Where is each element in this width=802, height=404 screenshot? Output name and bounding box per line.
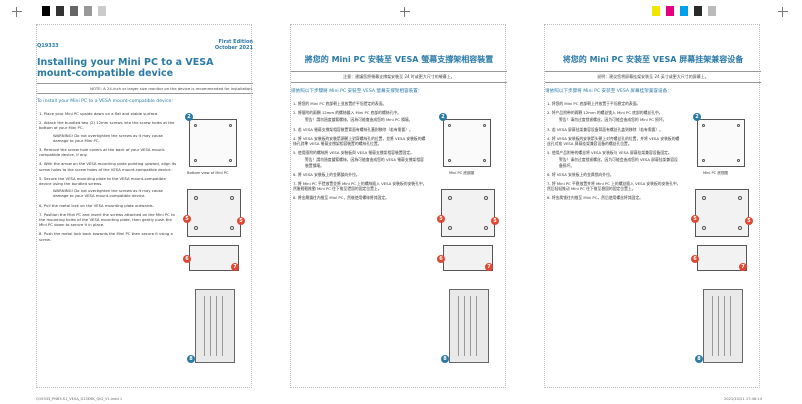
step-list: 1. Place your Mini PC upside down on a f… <box>39 111 179 246</box>
step-badge: 5 <box>691 215 699 223</box>
list-item: 7. Position the Mini PC and insert the s… <box>39 211 175 228</box>
step-badge: 7 <box>485 263 493 271</box>
warning-text: 警告！请勿过度锁紧螺丝，因为可能会造成您的 VESA 屏幕挂架兼容设备损坏。 <box>559 157 678 168</box>
step-badge: 5 <box>745 217 753 225</box>
step-badge: 2 <box>185 113 193 121</box>
mini-pc-bottom-illustration <box>443 119 491 167</box>
list-item: 5. 使用产品附带的螺丝将 VESA 安装板与 VESA 屏幕挂架兼容设备固定。… <box>547 150 681 168</box>
page-traditional-chinese: 將您的 Mini PC 安裝至 VESA 螢幕支撐架相容裝置 注意：建議您將螢幕… <box>290 24 507 388</box>
list-item: 6. Pull the metal lock on the VESA mount… <box>39 202 154 208</box>
color-swatch <box>680 6 688 16</box>
mini-pc-side-illustration <box>195 289 235 363</box>
page-title: 將您的 Mini PC 安裝至 VESA 螢幕支撐架相容裝置 <box>304 55 494 64</box>
mini-pc-bottom-illustration <box>697 119 745 167</box>
color-swatch <box>42 6 50 16</box>
list-item: 6. 将 VESA 安装板上的金属锁向外拉。 <box>547 171 614 177</box>
list-item: 4. 將 VESA 安裝板的安裝箭頭朝上對齊螺絲孔的位置，並將 VESA 安裝板… <box>293 135 426 147</box>
list-item: 4. With the arrow on the VESA mounting p… <box>39 161 177 172</box>
list-item: 1. Place your Mini PC upside down on a f… <box>39 111 159 116</box>
list-item: 3. Remove the screw hole covers at the b… <box>39 147 166 158</box>
list-item: 4. 将 VESA 安装板的安装箭头朝上对齐螺丝孔的位置，并将 VESA 安装板… <box>547 135 680 147</box>
list-item: 5. Secure the VESA mounting plate to the… <box>39 176 179 199</box>
installation-illustrations: 2 Bottom view of Mini PC 5 5 6 7 8 <box>183 111 249 381</box>
page-title: 将您的 Mini PC 安装至 VESA 屏幕挂架兼容设备 <box>562 55 744 64</box>
vesa-plate-illustration <box>695 189 749 237</box>
step-badge: 2 <box>693 113 701 121</box>
step-badge: 5 <box>437 215 445 223</box>
list-item: 7. 將 Mini PC 平穩放置並將 Mini PC 上的螺絲插入 VESA … <box>293 181 427 192</box>
vesa-plate-illustration <box>189 245 239 271</box>
page-english: Q19333 First Edition October 2021 Instal… <box>36 24 253 388</box>
installation-illustrations: 2 Mini PC 底视图 5 5 6 7 8 <box>691 111 757 381</box>
warning-text: WARNING! Do not overtighten the screws a… <box>53 132 163 143</box>
step-list: 1. 将您的 Mini PC 底部朝上并放置于平坦稳定的表面。 2. 将产品附带… <box>547 101 681 205</box>
page-title: Installing your Mini PC to a VESA mount-… <box>37 57 214 79</box>
page-simplified-chinese: 将您的 Mini PC 安装至 VESA 屏幕挂架兼容设备 说明：建议您将屏幕挂… <box>544 24 761 388</box>
warning-text: 警告！請勿過度鎖緊螺絲，因為可能會造成您的 VESA 螢幕支撐架相容裝置損壞。 <box>305 157 424 168</box>
crosshair-icon <box>12 7 22 17</box>
step-list: 1. 將您的 Mini PC 底部朝上並放置於平坦穩定的表面。 2. 將隨附的兩… <box>293 101 427 205</box>
list-item: 2. 將隨附的兩顆 12mm 的螺絲鎖入 Mini PC 底部的螺絲孔中。警告！… <box>293 110 427 122</box>
color-swatch <box>70 6 78 16</box>
note-text: 注意：建議您將螢幕支撐架安裝至 24 吋或更大尺寸的螢幕上。 <box>291 71 507 83</box>
step-badge: 6 <box>691 255 699 263</box>
list-item: 8. 将金属锁往内推至 Mini PC，然后使用螺丝将其固定。 <box>547 195 643 201</box>
list-item: 1. 將您的 Mini PC 底部朝上並放置於平坦穩定的表面。 <box>293 101 387 106</box>
crosshair-icon <box>400 7 410 17</box>
document-code: Q19333 <box>37 43 59 49</box>
step-badge: 8 <box>441 355 449 363</box>
list-item: 8. 將金屬鎖往內推至 Mini PC，然後使用螺絲將其固定。 <box>293 195 389 201</box>
vesa-plate-illustration <box>187 189 241 237</box>
list-item: 6. 將 VESA 安裝板上的金屬鎖向外拉。 <box>293 171 360 177</box>
color-swatch <box>56 6 64 16</box>
figure-caption: Mini PC 底视图 <box>703 171 729 175</box>
print-footer-file: Q19333_PN63-S1_VESA_G15E6K_QIG_V1.indd 1 <box>36 397 123 401</box>
step-badge: 5 <box>183 215 191 223</box>
page-header: Q19333 First Edition October 2021 <box>37 39 253 57</box>
step-badge: 2 <box>439 113 447 121</box>
note-text: NOTE: A 24-inch or larger size monitor o… <box>37 83 253 94</box>
intro-heading: To install your Mini PC to a VESA mount-… <box>37 99 173 104</box>
installation-illustrations: 2 Mini PC 底部圖 5 5 6 7 8 <box>437 111 503 381</box>
step-badge: 7 <box>231 263 239 271</box>
step-badge: 7 <box>739 263 747 271</box>
intro-heading: 請依照以下步驟將 Mini PC 安裝至 VESA 螢幕支撐架相容裝置： <box>291 89 423 94</box>
color-swatch <box>694 6 702 16</box>
list-item: 7. 将 Mini PC 平稳放置并将 Mini PC 上的螺丝插入 VESA … <box>547 181 681 192</box>
list-item: 8. Push the metal lock back towards the … <box>39 231 173 242</box>
step-badge: 6 <box>437 255 445 263</box>
step-badge: 8 <box>695 355 703 363</box>
list-item: 1. 将您的 Mini PC 底部朝上并放置于平坦稳定的表面。 <box>547 101 641 106</box>
note-text: 说明：建议您将屏幕挂架安装至 24 英寸或更大尺寸的屏幕上。 <box>545 71 761 83</box>
step-badge: 5 <box>491 217 499 225</box>
crosshair-icon <box>778 7 788 17</box>
figure-caption: Mini PC 底部圖 <box>449 171 475 175</box>
color-swatch <box>652 6 660 16</box>
list-item: 2. 将产品附带的两颗 12mm 的螺丝锁入 Mini PC 底部的螺丝孔中。警… <box>547 110 681 122</box>
color-swatch <box>84 6 92 16</box>
edition-info: First Edition October 2021 <box>214 39 253 51</box>
intro-heading: 请依照以下步骤将 Mini PC 安装至 VESA 屏幕挂架兼容设备： <box>545 89 672 94</box>
mini-pc-side-illustration <box>703 289 743 363</box>
vesa-plate-illustration <box>441 189 495 237</box>
color-swatch <box>666 6 674 16</box>
list-item: 3. 若 VESA 屏幕挂架兼容设备背面有螺丝孔盖则移除（若有需要）。 <box>547 126 664 132</box>
warning-text: WARNING! Do not overtighten the screws a… <box>53 188 163 199</box>
warning-text: 警告！请勿过度锁紧螺丝，因为可能会造成您的 Mini PC 损坏。 <box>559 117 667 123</box>
figure-caption: Bottom view of Mini PC <box>187 171 229 175</box>
list-item: 5. 使用隨附的螺絲將 VESA 安裝板與 VESA 螢幕支撐架相容裝置固定。警… <box>293 150 427 168</box>
step-badge: 8 <box>187 355 195 363</box>
step-badge: 6 <box>183 255 191 263</box>
list-item: 2. Attach the bundled two (2) 12mm screw… <box>39 120 179 143</box>
color-swatch <box>708 6 716 16</box>
print-registration-strip <box>12 6 790 18</box>
mini-pc-side-illustration <box>449 289 489 363</box>
print-footer-date: 2021/10/21 17:46:14 <box>724 397 762 401</box>
mini-pc-bottom-illustration <box>189 119 237 167</box>
color-swatch <box>98 6 106 16</box>
list-item: 3. 若 VESA 螢幕支撐架相容裝置背面有螺絲孔蓋則移除（若有需要）。 <box>293 126 413 132</box>
step-badge: 5 <box>237 217 245 225</box>
warning-text: 警告！請勿過度鎖緊螺絲，因為可能會造成您的 Mini PC 損壞。 <box>305 117 413 123</box>
